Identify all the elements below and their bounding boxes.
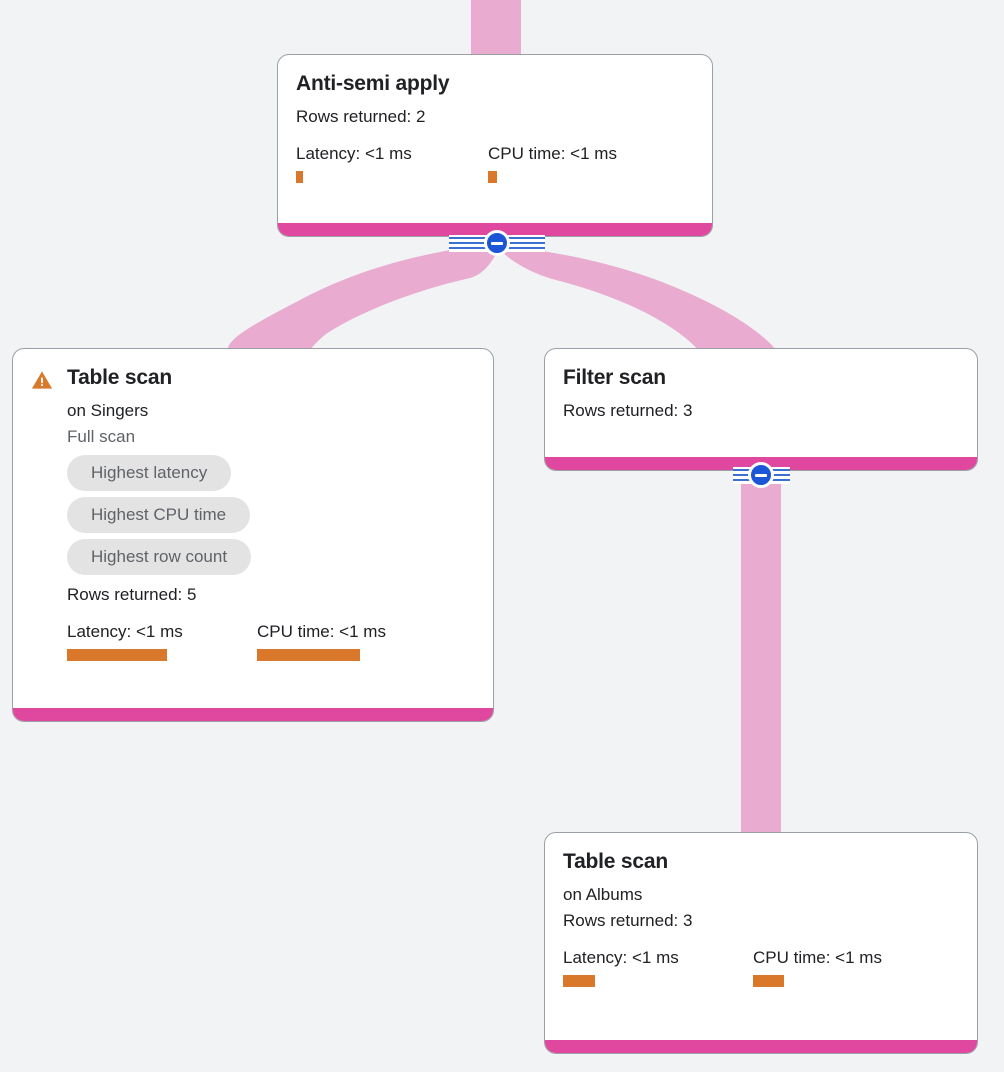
node-rows-returned: Rows returned: 3 <box>563 911 693 930</box>
metric-latency-label: Latency: <1 ms <box>296 144 412 163</box>
node-title-row: Table scan on Singers Full scan Highest … <box>31 365 475 661</box>
collapse-button-anti-semi-apply[interactable] <box>484 230 510 256</box>
metric-cpu-time: CPU time: <1 ms <box>488 143 617 183</box>
metric-latency-bar <box>563 975 595 987</box>
node-body: Anti-semi apply Rows returned: 2 Latency… <box>278 55 712 223</box>
node-table-scan-singers[interactable]: Table scan on Singers Full scan Highest … <box>12 348 494 722</box>
node-filter-scan[interactable]: Filter scan Rows returned: 3 <box>544 348 978 471</box>
metric-cpu-time-bar <box>488 171 497 183</box>
metric-cpu-time-bar <box>257 649 360 661</box>
minus-circle-icon <box>491 241 503 245</box>
node-rows-returned: Rows returned: 2 <box>296 107 426 126</box>
node-scan-type: Full scan <box>67 427 136 446</box>
node-body: Table scan on Albums Rows returned: 3 La… <box>545 833 977 1040</box>
metric-latency: Latency: <1 ms <box>296 143 488 183</box>
minus-circle-icon <box>755 473 767 477</box>
node-subtitle: on Albums <box>563 885 643 904</box>
node-title: Filter scan <box>563 366 666 389</box>
metric-latency-bar <box>67 649 167 661</box>
node-accent-bar <box>545 1040 977 1053</box>
metric-cpu-time-label: CPU time: <1 ms <box>753 948 882 967</box>
node-metrics: Latency: <1 ms CPU time: <1 ms <box>296 143 694 183</box>
node-body: Table scan on Singers Full scan Highest … <box>13 349 493 708</box>
metric-cpu-time-label: CPU time: <1 ms <box>257 622 386 641</box>
node-accent-bar <box>13 708 493 721</box>
node-rows-returned: Rows returned: 5 <box>67 585 197 604</box>
node-title: Table scan <box>67 366 172 389</box>
node-accent-bar <box>278 223 712 236</box>
metric-cpu-time-label: CPU time: <1 ms <box>488 144 617 163</box>
collapse-button-filter-scan[interactable] <box>748 462 774 488</box>
node-body: Filter scan Rows returned: 3 <box>545 349 977 457</box>
chip-highest-latency[interactable]: Highest latency <box>67 455 232 491</box>
edge-ribbon-root-input <box>471 0 521 56</box>
edge-ribbon-to-table-scan-singers-body <box>232 246 497 350</box>
node-chip-list: Highest latency Highest CPU time Highest… <box>67 455 475 575</box>
node-metrics: Latency: <1 ms CPU time: <1 ms <box>67 621 475 661</box>
node-anti-semi-apply[interactable]: Anti-semi apply Rows returned: 2 Latency… <box>277 54 713 237</box>
edge-ribbon-to-filter-scan <box>500 246 778 352</box>
node-title-row: Filter scan <box>563 365 959 391</box>
metric-cpu-time-bar <box>753 975 784 987</box>
node-title: Table scan <box>563 850 668 873</box>
metric-cpu-time: CPU time: <1 ms <box>257 621 386 661</box>
edge-ribbon-to-table-scan-albums <box>741 476 781 842</box>
metric-latency: Latency: <1 ms <box>67 621 257 661</box>
chip-highest-row-count[interactable]: Highest row count <box>67 539 252 575</box>
node-table-scan-albums[interactable]: Table scan on Albums Rows returned: 3 La… <box>544 832 978 1054</box>
metric-cpu-time: CPU time: <1 ms <box>753 947 882 987</box>
node-metrics: Latency: <1 ms CPU time: <1 ms <box>563 947 959 987</box>
node-title-row: Table scan <box>563 849 959 875</box>
metric-latency: Latency: <1 ms <box>563 947 753 987</box>
node-rows-returned: Rows returned: 3 <box>563 401 693 420</box>
node-title: Anti-semi apply <box>296 72 450 95</box>
chip-highest-cpu-time[interactable]: Highest CPU time <box>67 497 251 533</box>
metric-latency-label: Latency: <1 ms <box>563 948 679 967</box>
metric-latency-label: Latency: <1 ms <box>67 622 183 641</box>
metric-latency-bar <box>296 171 303 183</box>
node-subtitle: on Singers <box>67 401 149 420</box>
warning-triangle-icon <box>31 371 53 389</box>
node-title-row: Anti-semi apply <box>296 71 694 97</box>
